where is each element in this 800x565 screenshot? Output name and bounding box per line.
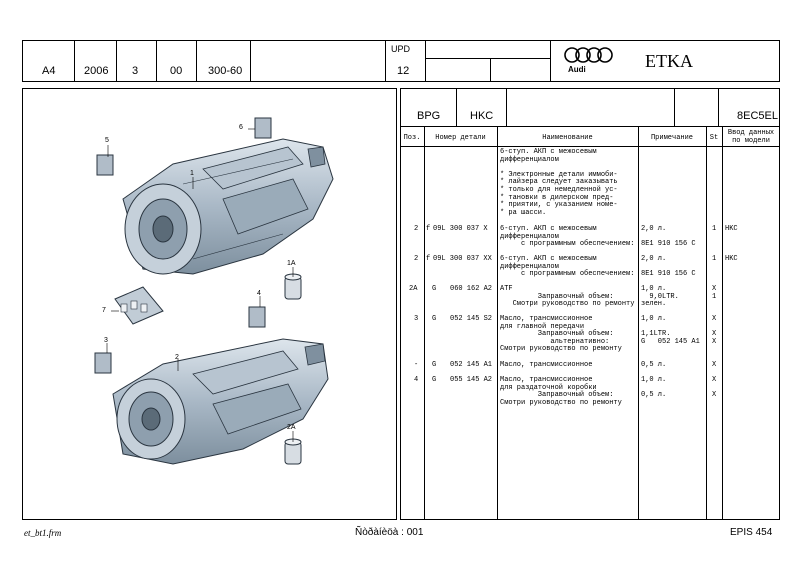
row-st: X 1 xyxy=(712,285,717,301)
row-st: 1 xyxy=(712,255,717,263)
code-bpg: BPG xyxy=(417,110,441,122)
callout-2a: 2A xyxy=(287,424,296,431)
oil-can-1a xyxy=(284,273,302,300)
row-part: 052 145 S2 xyxy=(450,315,493,323)
col-note: Примечание xyxy=(650,134,693,142)
header-illustration: 300-60 xyxy=(208,65,243,77)
parts-list-frame xyxy=(400,88,780,520)
callout-2: 2 xyxy=(175,354,179,361)
col-name: Наименование xyxy=(542,134,593,142)
header-subgroup: 00 xyxy=(170,65,183,77)
row-pos: 2A xyxy=(409,285,418,293)
row-part: 09L 300 037 X xyxy=(433,225,488,233)
brand-text: Audi xyxy=(568,65,586,74)
code-8ec5el: 8EC5EL xyxy=(737,110,778,122)
callout-6: 6 xyxy=(239,124,243,131)
callout-3: 3 xyxy=(104,337,108,344)
row-part: 09L 300 037 XX xyxy=(433,255,492,263)
row-name: Масло, трансмиссионное xyxy=(500,361,593,369)
row-name: 6-ступ. АКП с межосевым дифференциалом с… xyxy=(500,225,635,249)
row-flag: G xyxy=(432,285,437,293)
row-pos: 4 xyxy=(414,376,419,384)
row-flag: f xyxy=(426,225,431,233)
illustration-frame xyxy=(22,88,397,520)
row-st: X X xyxy=(712,376,717,400)
row-model: HKC xyxy=(725,255,738,263)
transmission-2 xyxy=(112,338,329,465)
upd-value: 12 xyxy=(397,65,410,77)
row-pos: 2 xyxy=(414,255,419,263)
header-year: 2006 xyxy=(84,65,109,77)
row-note: 1,0 л. 9,0LTR. зелен. xyxy=(641,285,679,309)
row-pos: 3 xyxy=(414,315,419,323)
row-note: 1,0 л. 1,1LTR. G 052 145 A1 xyxy=(641,315,700,346)
row-name: 6-ступ. АКП с межосевым дифференциалом *… xyxy=(500,148,618,217)
row-st: 1 xyxy=(712,225,717,233)
col-st: St xyxy=(709,134,719,142)
row-st: X xyxy=(712,361,717,369)
row-part: 060 162 A2 xyxy=(450,285,493,293)
callout-7: 7 xyxy=(102,307,106,314)
col-model-data: Ввод данных по модели xyxy=(727,129,775,145)
row-part: 052 145 A1 xyxy=(450,361,493,369)
kit-7 xyxy=(114,286,164,325)
row-note: 2,0 л. 8E1 910 156 C xyxy=(641,225,696,249)
transmission-1 xyxy=(122,138,334,275)
row-model: HKC xyxy=(725,225,738,233)
row-name: Масло, трансмиссионное для раздаточной к… xyxy=(500,376,622,407)
row-flag: G xyxy=(432,376,437,384)
header-frame xyxy=(22,40,780,82)
callout-5: 5 xyxy=(105,137,109,144)
tag-6 xyxy=(254,117,272,139)
oil-can-2a xyxy=(284,438,302,465)
audi-logo: Audi xyxy=(560,44,620,78)
row-st: X X X xyxy=(712,315,717,346)
header-model: A4 xyxy=(42,65,56,77)
row-flag: G xyxy=(432,315,437,323)
col-part-no: Номер детали xyxy=(435,134,486,142)
callout-1: 1 xyxy=(190,170,194,177)
col-pos: Поз. xyxy=(403,134,421,142)
row-note: 1,0 л. 0,5 л. xyxy=(641,376,667,400)
callout-4: 4 xyxy=(257,290,261,297)
row-name: ATF Заправочный объем: Смотри руководств… xyxy=(500,285,635,309)
row-pos: 2 xyxy=(414,225,419,233)
transmission-illustration xyxy=(94,117,334,465)
row-name: 6-ступ. АКП с межосевым дифференциалом с… xyxy=(500,255,635,279)
tag-5 xyxy=(96,154,114,176)
footer-page: Ñòðàíèöà : 001 xyxy=(355,527,424,538)
row-note: 0,5 л. xyxy=(641,361,667,369)
header-group: 3 xyxy=(132,65,139,77)
row-part: 055 145 A2 xyxy=(450,376,493,384)
row-note: 2,0 л. 8E1 910 156 C xyxy=(641,255,696,279)
row-flag: f xyxy=(426,255,431,263)
row-pos: - xyxy=(414,361,419,369)
footer-epis: EPIS 454 xyxy=(730,527,773,538)
callout-1a: 1A xyxy=(287,260,296,267)
row-flag: G xyxy=(432,361,437,369)
code-hkc: HKC xyxy=(470,110,494,122)
upd-label: UPD xyxy=(391,44,411,54)
row-name: Масло, трансмиссионное для главной перед… xyxy=(500,315,622,354)
tag-3 xyxy=(94,352,112,374)
footer-filename: et_bt1.frm xyxy=(24,528,62,538)
tag-4 xyxy=(248,306,266,328)
page-title: ETKA xyxy=(645,51,693,71)
